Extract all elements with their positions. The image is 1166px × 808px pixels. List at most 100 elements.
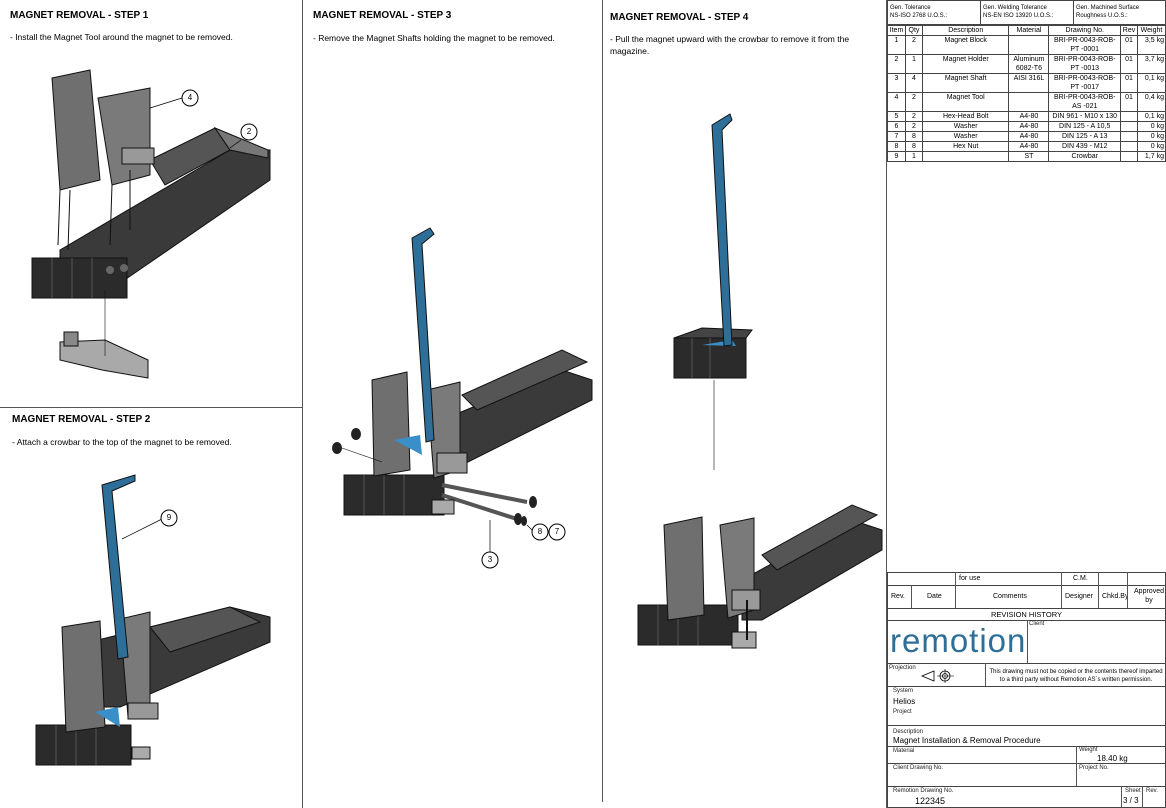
- revision-history-title: REVISION HISTORY: [991, 610, 1062, 619]
- bom-cell: 4: [904, 73, 923, 93]
- rev-cm: C.M.: [1073, 575, 1088, 582]
- system-box: [887, 686, 1166, 726]
- rev-label: Rev.: [1146, 788, 1158, 794]
- rev-for-use: for use: [959, 575, 981, 582]
- bom-cell: A4-80: [1008, 121, 1050, 132]
- bom-cell: [1008, 92, 1050, 112]
- remotion-logo: remotion: [890, 622, 1027, 659]
- sheet-div: [1121, 786, 1122, 808]
- bom-cell: 1: [904, 54, 923, 74]
- bom-cell: DIN 125 - A 13: [1048, 131, 1122, 142]
- client-label: Client: [1029, 621, 1045, 627]
- bom-cell: [1120, 141, 1138, 152]
- divider-titleblock: [886, 0, 887, 808]
- bom-cell: ST: [1008, 151, 1050, 162]
- bom-cell: DIN 961 - M10 x 130: [1048, 111, 1122, 122]
- bom-cell: BRI-PR-0043-ROB-AS -021: [1048, 92, 1122, 112]
- bom-cell: 0,1 kg: [1137, 111, 1166, 122]
- rev-header-chkd: Chkd.By: [1102, 593, 1129, 600]
- bom-cell: BRI-PR-0043-ROB-PT -0017: [1048, 73, 1122, 93]
- bom-cell: 8: [904, 141, 923, 152]
- bom-header-cell: Item: [887, 25, 906, 36]
- sheet-label: Sheet: [1125, 788, 1141, 794]
- bom-cell: 01: [1120, 54, 1138, 74]
- bom-cell: 4: [887, 92, 906, 112]
- bom-cell: 8: [887, 141, 906, 152]
- bom-cell: BRI-PR-0043-ROB-PT -0001: [1048, 35, 1122, 55]
- bom-cell: Washer: [921, 121, 1010, 132]
- revision-row-top: [887, 572, 1166, 586]
- bom-cell: AISI 316L: [1008, 73, 1050, 93]
- bom-cell: Washer: [921, 131, 1010, 142]
- rev-header-date: Date: [927, 593, 942, 600]
- sheet-value: 3 / 3: [1123, 796, 1139, 805]
- copyright-note: This drawing must not be copied or the c…: [989, 669, 1163, 683]
- bom-cell: 1,7 kg: [1137, 151, 1166, 162]
- bom-cell: 7: [887, 131, 906, 142]
- project-label: Project: [893, 709, 912, 715]
- step4-title: MAGNET REMOVAL - STEP 4: [610, 12, 749, 23]
- bom-cell: DIN 439 - M12: [1048, 141, 1122, 152]
- bom-cell: 3,5 kg: [1137, 35, 1166, 55]
- bom-cell: 2: [904, 92, 923, 112]
- bom-cell: Magnet Shaft: [921, 73, 1010, 93]
- material-div: [1076, 746, 1077, 764]
- step3-title: MAGNET REMOVAL - STEP 3: [313, 10, 452, 21]
- callout-9: 9: [166, 513, 172, 522]
- rev-div-3: [1061, 572, 1062, 609]
- callout-2-step1: 2: [246, 127, 252, 136]
- bom-cell: 2: [904, 35, 923, 55]
- step1-title: MAGNET REMOVAL - STEP 1: [10, 10, 149, 21]
- bom-cell: 0,4 kg: [1137, 92, 1166, 112]
- bom-cell: 0,1 kg: [1137, 73, 1166, 93]
- material-label: Material: [893, 748, 915, 754]
- bom-header-cell: Qty: [904, 25, 923, 36]
- bom-cell: [1120, 131, 1138, 142]
- bom-cell: Crowbar: [1048, 151, 1122, 162]
- bom-cell: 3,7 kg: [1137, 54, 1166, 74]
- bom-cell: 1: [904, 151, 923, 162]
- projection-label: Projection: [889, 665, 916, 671]
- bom-cell: Magnet Holder: [921, 54, 1010, 74]
- client-drawing-label: Client Drawing No.: [893, 765, 944, 771]
- rev-header-rev: Rev.: [891, 593, 905, 600]
- bom-cell: A4-80: [1008, 141, 1050, 152]
- bom-header-cell: Weight: [1137, 25, 1166, 36]
- bom-cell: [921, 151, 1010, 162]
- bom-cell: 2: [904, 111, 923, 122]
- step2-illustration: [35, 474, 271, 766]
- description-value: Magnet Installation & Removal Procedure: [893, 736, 1041, 745]
- rev-header-approved: Approved by: [1134, 588, 1164, 604]
- callout-7: 7: [554, 527, 560, 536]
- system-label: System: [893, 688, 914, 694]
- step2-text: - Attach a crowbar to the top of the mag…: [12, 437, 232, 447]
- step4-text: - Pull the magnet upward with the crowba…: [610, 34, 850, 56]
- bom-cell: 3: [887, 73, 906, 93]
- weight-label: Weight: [1079, 747, 1098, 753]
- bom-cell: A4-80: [1008, 131, 1050, 142]
- rev-div-1: [911, 585, 912, 609]
- divider-col1: [302, 0, 303, 808]
- callout-8: 8: [537, 527, 543, 536]
- divider-col2: [602, 0, 603, 802]
- bom-cell: 5: [887, 111, 906, 122]
- bom-header-cell: Rev: [1120, 25, 1138, 36]
- title-block: Gen. Tolerance NS-ISO 2768 U.O.S.: Gen. …: [887, 0, 1166, 808]
- bom-cell: Magnet Block: [921, 35, 1010, 55]
- bom-cell: DIN 125 - A 10,5: [1048, 121, 1122, 132]
- step4-illustration: [637, 113, 883, 649]
- logo-div: [1027, 620, 1028, 664]
- bom-header-cell: Drawing No.: [1048, 25, 1122, 36]
- bom-cell: Magnet Tool: [921, 92, 1010, 112]
- rev-div-4: [1098, 572, 1099, 609]
- bom-header-cell: Description: [921, 25, 1010, 36]
- rev-div: [1142, 786, 1143, 808]
